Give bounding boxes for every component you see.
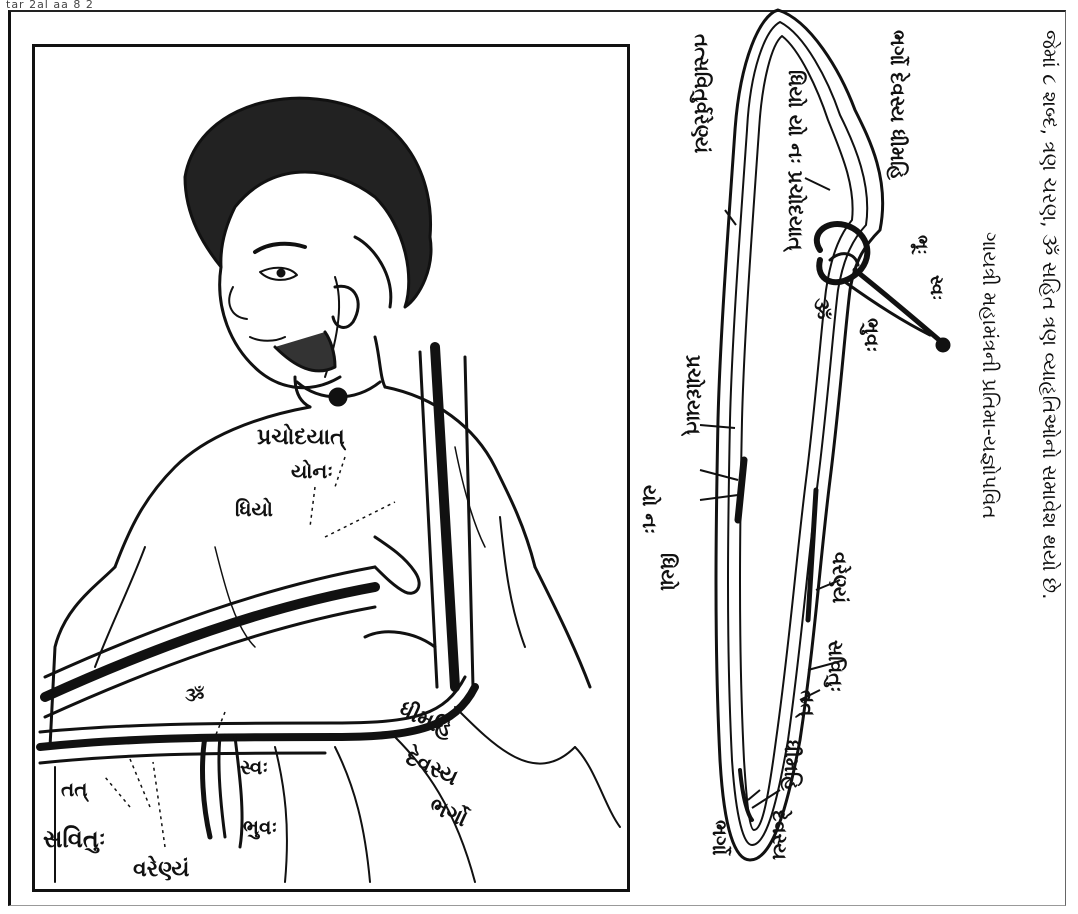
thread-label-svah: સ્વઃ xyxy=(927,275,945,300)
label-dhiyo: ધિયો xyxy=(235,499,273,519)
label-om: ૐ xyxy=(185,687,204,705)
illustration-frame: ૐ તત્ સવિતુઃ વરેણ્યં ભુવઃ સ્વઃ ધીમહિ દેવ… xyxy=(32,44,630,892)
thread-label-prachodayat: પ્રચોદયાત્ xyxy=(684,355,704,435)
caption-line-2: જેમાં ૮ શબ્દ, ત્રણ ચરણ, ૐ સહિત ત્રણ વ્યા… xyxy=(1040,30,1060,599)
thread-label-dhimahi: ધીમહિ xyxy=(782,740,802,791)
label-savituh: સવિતુઃ xyxy=(43,827,106,851)
thread-label-dhiyo-yo-nah-prachodayat: ધિયો યો નઃ પ્રચોદયાત્ xyxy=(786,70,806,251)
thread-label-om: ૐ xyxy=(812,298,832,320)
caption-line-1: ગાયત્રી મહામંત્રની પ્રતિમા-યજ્ઞોપવિત xyxy=(980,232,1000,519)
thread-label-varenyam: વરેણ્યં xyxy=(830,552,850,603)
label-yonah: યોનઃ xyxy=(291,461,333,481)
label-prachodayat: પ્રચોદયાત્ xyxy=(257,427,345,449)
thread-label-tat: તત્ xyxy=(798,690,818,717)
label-varenyam: વરેણ્યં xyxy=(133,859,189,881)
label-svah: સ્વઃ xyxy=(240,757,268,777)
label-bhuvah: ભુવઃ xyxy=(243,817,277,837)
thread-label-devasya: દેવસ્ય xyxy=(770,810,790,860)
thread-label-bhuh: ભૂઃ xyxy=(912,235,930,255)
header-scrap: tar 2al aa 8 2 xyxy=(6,0,94,11)
thread-label-tatsavitur-varenyam: તત્સવિતુર્વરેણ્યં xyxy=(692,34,712,153)
thread-label-yo-nah: યો નઃ xyxy=(640,485,660,534)
thread-label-bhargo: ભર્ગો xyxy=(710,820,730,855)
thread-label-savituh: સવિતુઃ xyxy=(826,640,846,692)
thread-label-dhiyo: ધિયો xyxy=(658,553,678,591)
thread-label-bhuvah: ભુવઃ xyxy=(862,318,882,352)
thread-label-bhargo-devasya-dhimahi: ભર્ગો દેવસ્ય ધીમહિ xyxy=(888,30,908,180)
label-tat: તત્ xyxy=(61,779,88,799)
